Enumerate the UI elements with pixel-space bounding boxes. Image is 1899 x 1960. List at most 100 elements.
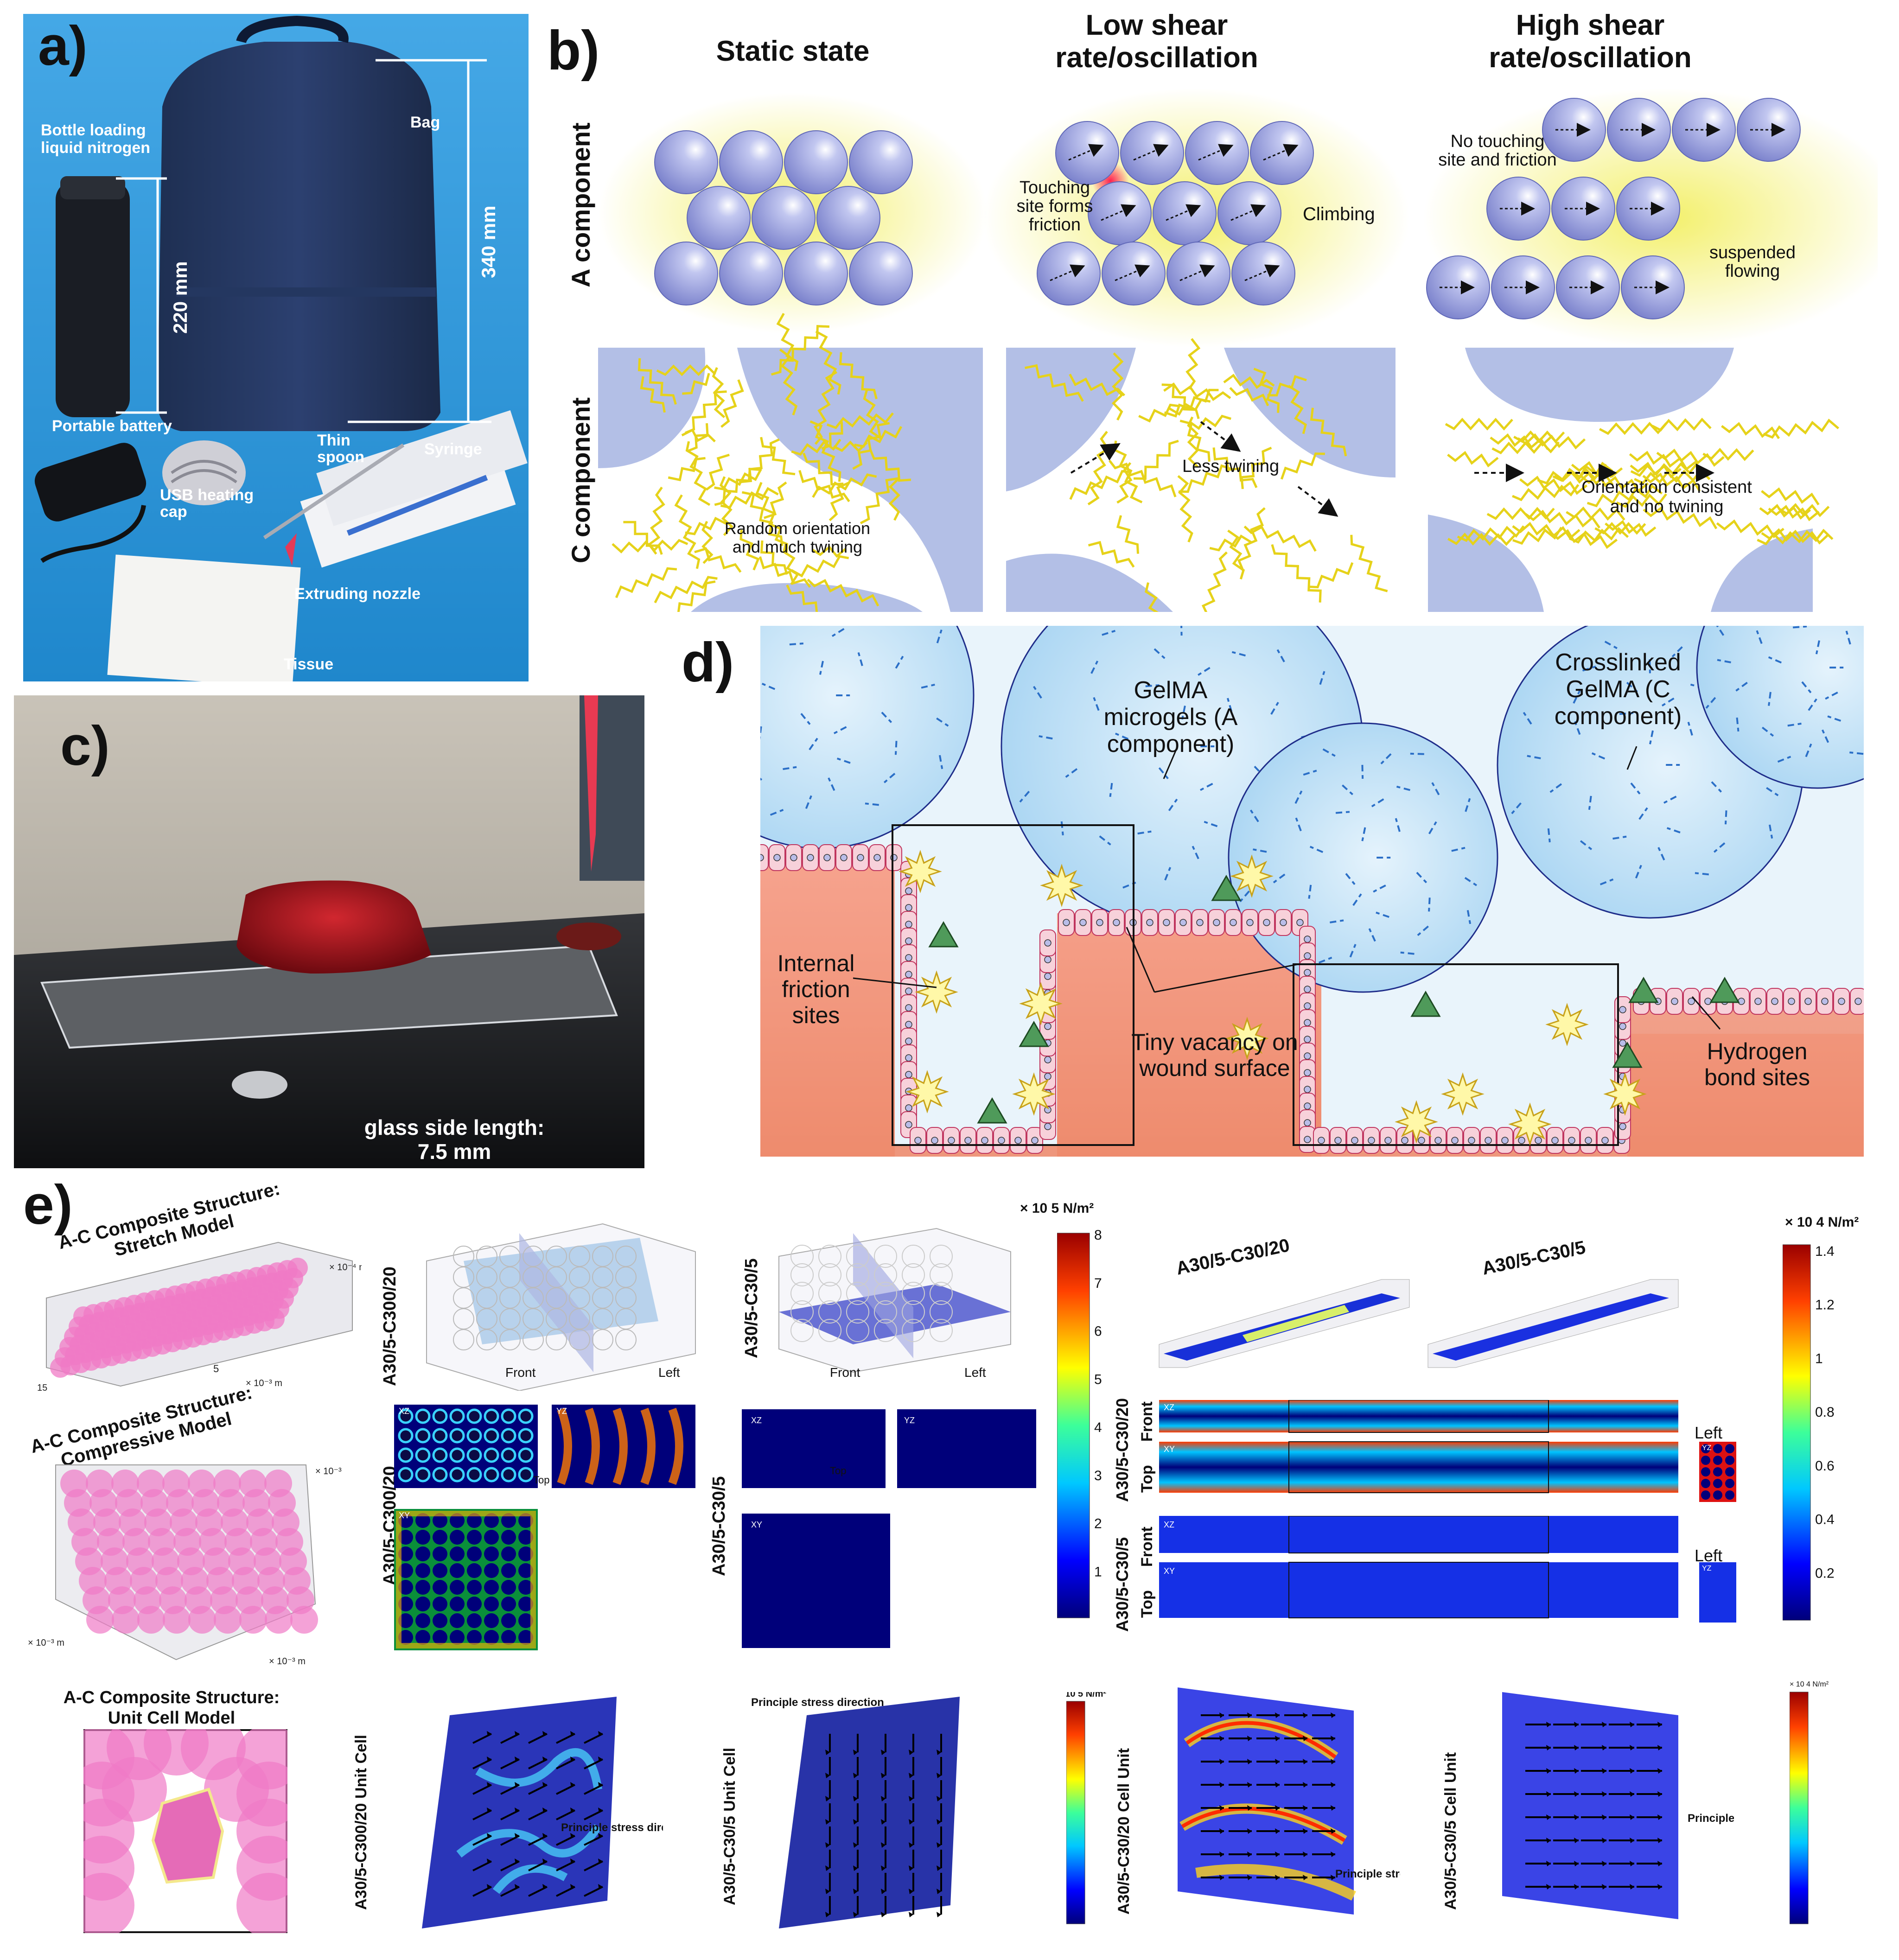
colorbar-1e4-tick: 0.6 [1815,1458,1835,1474]
label-c30-5-slices: A30/5-C30/5 [709,1476,729,1576]
c-fiber [1486,507,1555,520]
c-fiber [809,420,841,482]
panel-a-letter: a) [38,15,88,77]
glass-caption-1: glass side length: [364,1115,545,1139]
microgel-sphere [1185,121,1249,185]
stretch-3d-plots: A30/5-C30/20 A30/5-C30/5 [1159,1235,1679,1368]
c-fiber [1566,506,1625,521]
c-fiber [798,470,850,503]
touching-site-label: Touching site forms friction [1016,178,1093,235]
c-fiber [677,580,716,612]
friction-site-star [915,970,958,1014]
microgel-sphere [1231,242,1295,305]
c-fiber [1629,451,1697,471]
c-fiber [1287,385,1307,434]
microgel-sphere [849,130,913,194]
microgel-sphere [1551,177,1615,241]
c-fiber [791,439,841,456]
c300-left: Left [658,1365,680,1380]
c-fiber [821,421,843,450]
c-fiber [739,529,760,571]
microgel-sphere [1250,121,1314,185]
c3020-cell-unit-plot: Principle stress direction [1178,1687,1400,1915]
c305-xz-tag2: XZ [1164,1520,1174,1529]
c-fiber [760,540,788,575]
colorbar-1e4-tick: 0.8 [1815,1405,1835,1420]
c305-unit-cell-plot: Principle stress direction [751,1696,960,1928]
c-fiber [1512,484,1580,502]
c-fiber [1088,541,1135,568]
svg-text:15: 15 [37,1383,47,1393]
friction-site-star [1230,854,1274,898]
col-low-shear: Low shear rate/oscillation [1055,9,1258,74]
c30-5-yz-slice: YZ [1699,1562,1736,1623]
colorbar-1e4-tick: 0.2 [1815,1565,1835,1581]
microgel-sphere [849,242,913,305]
colorbar-1e5-small: × 10 5 N/m² [1066,1692,1107,1924]
c-fiber [1513,430,1565,444]
microgel-sphere [752,186,816,250]
colorbar-1e5-tick: 4 [1094,1420,1102,1435]
c-fiber [1243,525,1317,552]
c-fiber [1525,509,1601,529]
c-fiber [1569,527,1629,544]
c-fiber [1185,338,1201,390]
c300-20-3d-plot [426,1223,696,1391]
c-fiber [1445,418,1513,431]
c-fiber [1651,417,1712,432]
c-fiber [1168,398,1211,416]
c-fiber [1350,535,1388,592]
hydrogen-bond-triangle [1628,976,1659,1003]
c305-top-tag: Top [830,1465,846,1476]
microgel-sphere [1153,181,1217,245]
portable-battery [34,443,147,522]
c30-20-yz-slice: YZ [1699,1442,1736,1502]
c305-xy-tag2: XY [1164,1566,1175,1576]
stretch3d-c30-20-label: A30/5-C30/20 [1174,1235,1292,1279]
nozzle-label: Extruding nozzle [294,585,421,603]
microgel-sphere [654,130,718,194]
c3020-front: Front [1138,1401,1156,1442]
c-fiber [826,412,894,429]
friction-site-star [1395,1100,1438,1144]
c-fiber [1138,403,1180,423]
label-c30-5-3d: A30/5-C30/5 [742,1258,761,1358]
suspended-label: suspended flowing [1709,243,1796,281]
microgel-sphere [1607,98,1671,162]
c30-5-slices: XZ YZ XY Top [742,1409,1036,1648]
c-fiber [1642,472,1701,492]
c-fiber [685,441,711,506]
c-fiber [654,576,718,604]
extruding-nozzle [285,533,297,566]
c-fiber [839,352,878,400]
c-fiber [1616,493,1667,508]
colorbar-1e5-tick: 8 [1094,1228,1102,1243]
compress-unit-y: × 10⁻³ m [28,1638,64,1648]
c-fiber [803,452,844,486]
c300-top-tag: Top [533,1474,549,1486]
panel-c-letter: c) [60,715,110,777]
c-fiber [1111,352,1124,421]
c300-20-slices: XZ YZ XY Top [394,1405,695,1650]
c3020-principle-stress: Principle stress direction [1335,1868,1400,1880]
hydrogen-bond-triangle [1709,976,1740,1003]
microgel-sphere [1672,98,1736,162]
microgel-sphere [1737,98,1801,162]
c-fiber [1721,422,1780,439]
c-fiber [1145,582,1159,612]
orientation-consistent-label: Orientation consistent and no twining [1581,477,1752,516]
c-fiber [852,422,890,470]
friction-site-star [1603,1072,1647,1116]
c-fiber [1447,451,1499,468]
c-fiber [779,348,798,416]
c-fiber [1630,462,1699,477]
c-fiber [1188,414,1231,430]
c-fiber [1237,507,1266,572]
c-fiber [1605,520,1657,537]
c-fiber [1229,387,1269,407]
c-fiber [640,376,666,413]
colorbar-1e5-tick: 7 [1094,1276,1102,1291]
microgel-sphere [1616,177,1680,241]
c-fiber [1716,519,1784,539]
c-fiber [615,567,677,598]
